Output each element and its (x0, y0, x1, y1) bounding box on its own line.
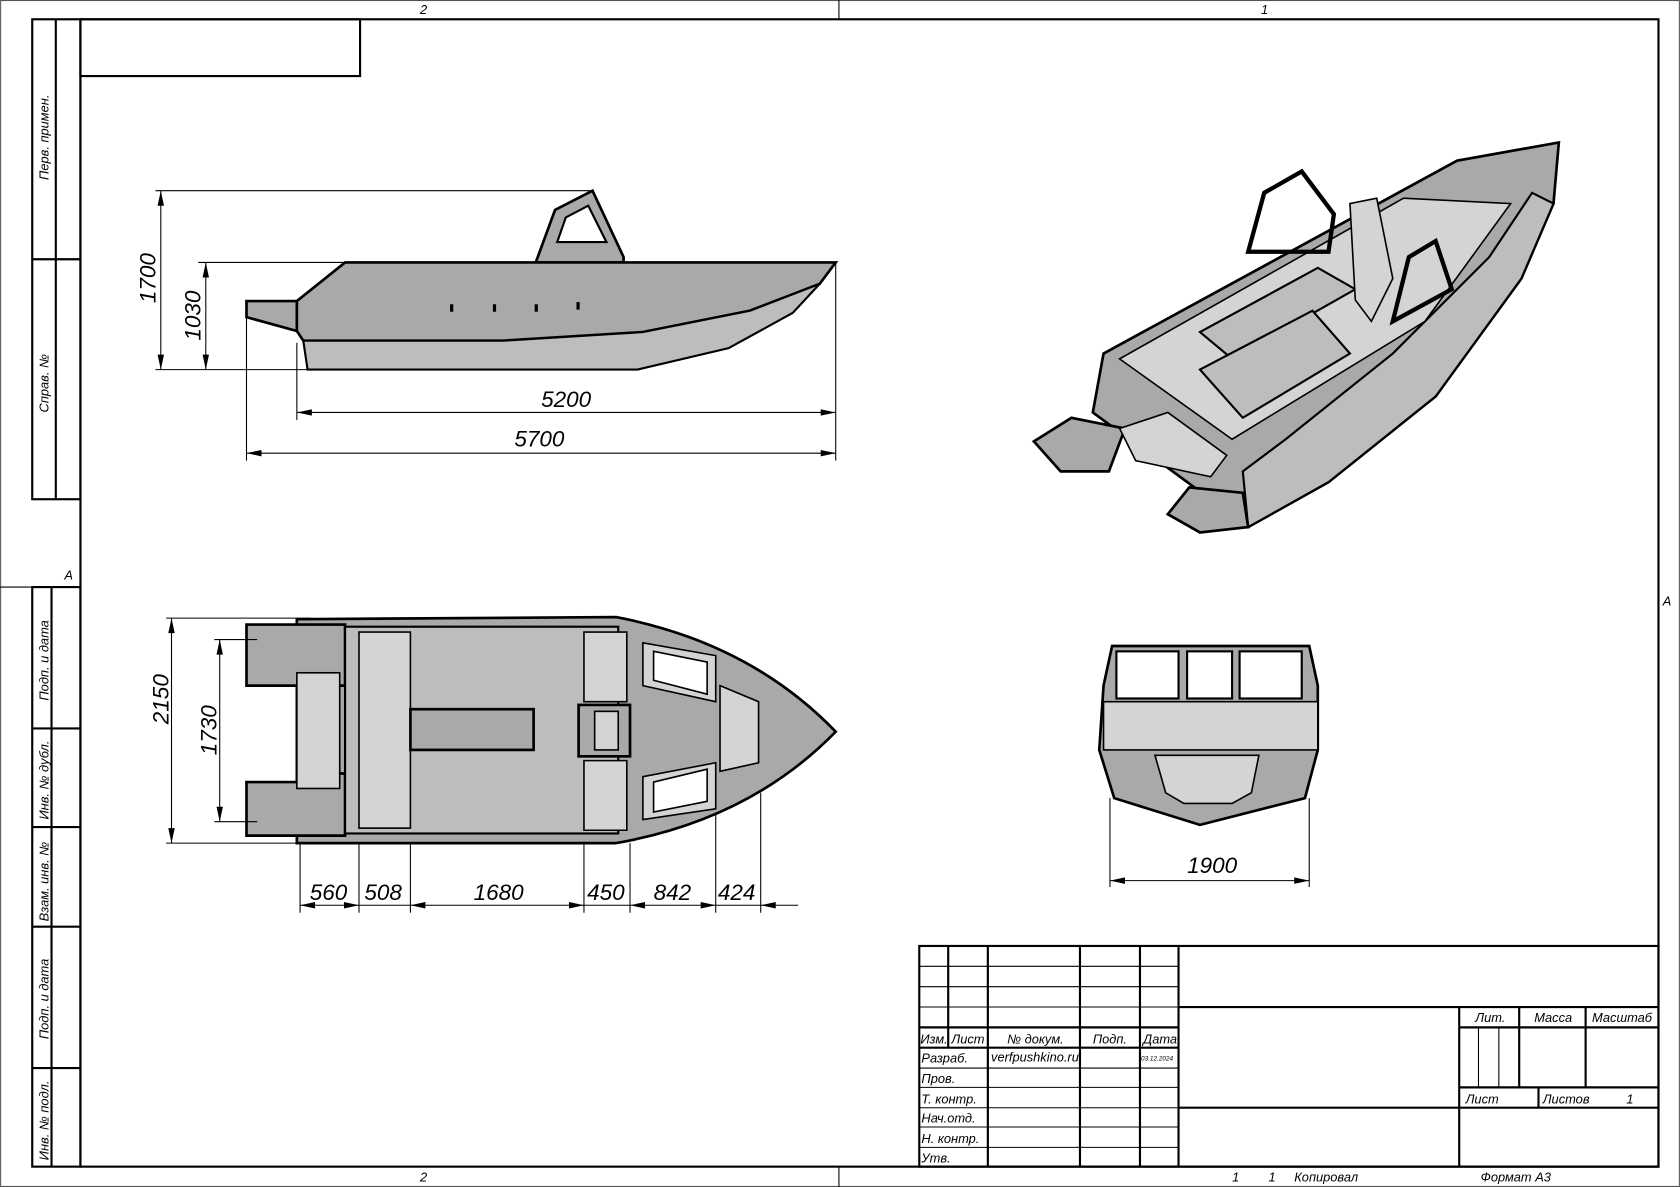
top-view: 2150 1730 560 508 1680 450 842 424 (148, 615, 838, 913)
front-view: 1900 (1097, 644, 1320, 888)
dimension-label: 1680 (474, 880, 525, 905)
svg-text:Лит.: Лит. (1474, 1010, 1505, 1025)
dimension-label: 1730 (197, 705, 222, 756)
dimension-label: 1900 (1187, 853, 1238, 878)
dimension-label: 5700 (514, 427, 565, 452)
strip-label: Взам. инв. № (36, 842, 51, 922)
zone-label: 1 (1232, 1170, 1239, 1185)
zone-label: A (1662, 593, 1672, 608)
zone-label: 1 (1261, 2, 1268, 17)
strip-label: Справ. № (36, 354, 51, 412)
svg-text:Пров.: Пров. (921, 1071, 955, 1086)
dimension-label: 5200 (541, 387, 592, 412)
zone-label: A (63, 568, 73, 583)
svg-text:Изм.: Изм. (920, 1031, 947, 1046)
dimension-label: 842 (654, 880, 692, 905)
svg-text:1: 1 (1626, 1091, 1633, 1106)
dimension-label: 2150 (148, 674, 173, 726)
svg-text:Формат А3: Формат А3 (1481, 1170, 1552, 1185)
svg-text:1: 1 (1269, 1170, 1276, 1185)
zone-label: 2 (419, 2, 427, 17)
svg-text:Дата: Дата (1141, 1031, 1177, 1046)
strip-label: Инв. № подл. (36, 1081, 51, 1161)
strip-label: Подп. и дата (36, 620, 51, 700)
svg-text:Лист: Лист (950, 1031, 984, 1046)
svg-text:Подп.: Подп. (1093, 1031, 1127, 1046)
svg-text:Листов: Листов (1542, 1091, 1590, 1106)
title-block (918, 944, 1660, 1168)
dimension-label: 424 (718, 880, 756, 905)
side-strip (31, 18, 82, 1168)
svg-text:Разраб.: Разраб. (921, 1051, 967, 1066)
svg-text:verfpushkino.ru: verfpushkino.ru (991, 1050, 1079, 1065)
strip-label: Подп. и дата (36, 959, 51, 1039)
svg-text:Н. контр.: Н. контр. (921, 1131, 979, 1146)
svg-text:Копировал: Копировал (1294, 1170, 1358, 1185)
dimension-label: 560 (310, 880, 348, 905)
dimension-label: 450 (587, 880, 625, 905)
strip-label: Инв. № дубл. (36, 741, 51, 820)
dimension-label: 508 (364, 880, 402, 905)
svg-text:03.12.2024: 03.12.2024 (1141, 1056, 1173, 1063)
title-block-text: Изм. Лист № докум. Подп. Дата Разраб. ve… (920, 1010, 1652, 1185)
zone-label: 2 (419, 1170, 427, 1185)
svg-text:№ докум.: № докум. (1007, 1031, 1064, 1046)
side-view: 1700 1030 5200 5700 (135, 188, 839, 461)
svg-text:Масштаб: Масштаб (1592, 1010, 1653, 1025)
dimension-label: 1700 (135, 253, 160, 304)
svg-text:Утв.: Утв. (920, 1150, 950, 1165)
dimension-label: 1030 (180, 290, 205, 341)
isometric-view (1031, 140, 1561, 534)
svg-text:Масса: Масса (1534, 1010, 1572, 1025)
svg-text:Лист: Лист (1465, 1091, 1499, 1106)
svg-text:Нач.отд.: Нач.отд. (921, 1111, 975, 1126)
strip-label: Перв. примен. (36, 95, 51, 180)
svg-text:Т. контр.: Т. контр. (921, 1091, 976, 1106)
